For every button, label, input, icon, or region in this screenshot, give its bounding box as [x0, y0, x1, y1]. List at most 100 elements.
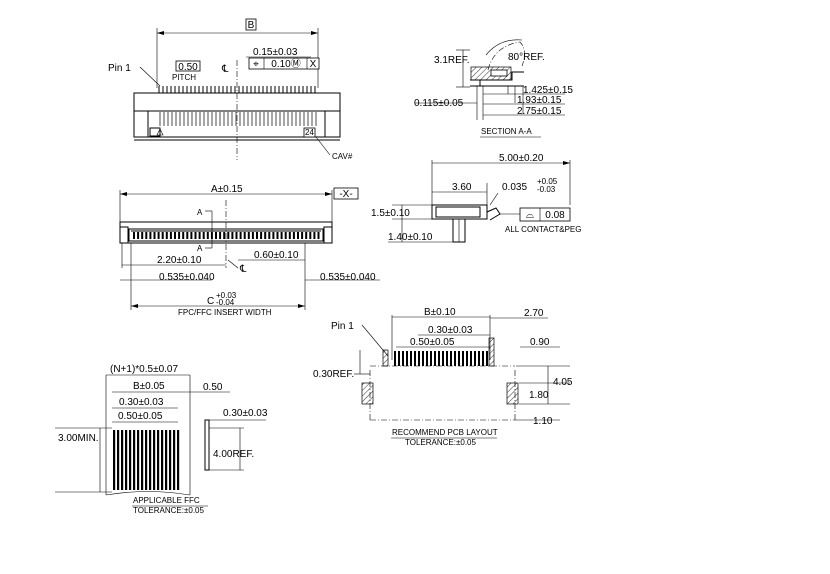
ffc-lead [173, 430, 176, 490]
front-tooth [256, 232, 258, 239]
section-a-top: A [197, 208, 203, 217]
front-tooth [137, 232, 140, 239]
front-tooth [194, 232, 197, 239]
front-tooth [219, 232, 222, 239]
flatness-icon: ⌓ [526, 210, 534, 221]
pcb-pad-row [394, 351, 488, 366]
front-tooth [239, 232, 242, 239]
dim-1425: 1.425±0.15 [523, 85, 573, 96]
front-tooth [268, 232, 271, 239]
dim-b-label: B [248, 20, 255, 31]
top-pin-row [158, 86, 316, 93]
dim-193: 1.93±0.15 [517, 95, 562, 106]
front-tooth [317, 232, 320, 239]
front-tooth [288, 232, 291, 239]
top-contact-slots [159, 112, 317, 126]
front-tooth [227, 232, 230, 239]
front-tooth [198, 232, 201, 239]
front-tooth [149, 232, 152, 239]
ffc-lead [137, 430, 140, 490]
front-tooth [161, 232, 164, 239]
front-tooth [264, 232, 267, 239]
pcb-pad [394, 351, 396, 366]
pcb-pad [402, 351, 404, 366]
insert-width-label: FPC/FFC INSERT WIDTH [178, 308, 272, 317]
front-tooth [280, 232, 283, 239]
ffc-tolerance: TOLERANCE:±0.05 [133, 506, 204, 515]
ffc-lead [177, 430, 180, 490]
pcb-pad [446, 351, 448, 366]
centerline-symbol-front: ℄ [239, 264, 247, 275]
front-tooth [178, 232, 181, 239]
fcf-value: 0.10Ⓜ [271, 58, 300, 70]
ffc-lead [169, 430, 172, 490]
pcb-dim-030ref: 0.30REF. [313, 369, 354, 380]
dim-15: 1.5±0.10 [371, 208, 410, 219]
ffc-dim-400: 4.00REF. [213, 449, 254, 460]
pcb-pad [438, 351, 440, 366]
pcb-dim-110: 1.10 [533, 416, 553, 427]
pcb-pad [478, 351, 480, 366]
pcb-dim-180: 1.80 [529, 390, 549, 401]
ffc-lead [133, 430, 136, 490]
front-tooth [247, 232, 250, 239]
dim-c-minus: -0.04 [216, 298, 235, 307]
dim-0535-left: 0.535±0.040 [159, 272, 215, 283]
applicable-ffc: (N+1)*0.5±0.07 B±0.05 0.50 0.30±0.03 0.5… [55, 364, 268, 515]
pcb-pad [442, 351, 444, 366]
pitch-value: 0.50 [178, 62, 198, 73]
front-tooth [309, 232, 312, 239]
front-view: A±0.15 -X- A A 2.20±0.10 0.60±0.10 ℄ 0.5… [119, 184, 380, 317]
pcb-dim-b: B±0.10 [424, 307, 456, 318]
front-tooth [190, 232, 193, 239]
pcb-tolerance: TOLERANCE:±0.05 [405, 438, 476, 447]
ffc-lead [145, 430, 148, 490]
pcb-pad [466, 351, 468, 366]
centerline-symbol: ℄ [221, 64, 229, 75]
ffc-lead [117, 430, 120, 490]
pcb-pad [474, 351, 476, 366]
pcb-pad [422, 351, 424, 366]
dim-0115: 0.115±0.05 [414, 98, 464, 109]
front-tooth [305, 232, 308, 239]
pcb-pad [410, 351, 412, 366]
front-tooth [223, 232, 226, 239]
position-icon: ⌖ [253, 59, 259, 70]
ffc-lead [121, 430, 124, 490]
pcb-pad [486, 351, 488, 366]
pcb-pad [398, 351, 400, 366]
pcb-pad [406, 351, 408, 366]
front-tooth [284, 232, 287, 239]
ffc-title: APPLICABLE FFC [133, 496, 200, 505]
dim-140: 1.40±0.10 [388, 232, 433, 243]
dim-0035: 0.035 [502, 182, 527, 193]
flatness-note: ALL CONTACT&PEG [505, 225, 581, 234]
pcb-pad [434, 351, 436, 366]
front-tooth [243, 232, 246, 239]
front-tooth [153, 232, 156, 239]
pcb-pad [470, 351, 472, 366]
side-view: 5.00±0.20 3.60 0.035 +0.05 -0.03 1.5±0.1… [371, 153, 581, 243]
front-contact-teeth [133, 232, 320, 239]
dim-0035-minus: -0.03 [537, 185, 556, 194]
fcf-datum: X [310, 59, 317, 70]
front-tooth [157, 232, 160, 239]
dim-0535-right: 0.535±0.040 [320, 272, 376, 283]
front-tooth [145, 232, 148, 239]
front-tooth [251, 232, 254, 239]
flatness-value: 0.08 [545, 210, 565, 221]
pcb-pad [414, 351, 416, 366]
pcb-pad [462, 351, 464, 366]
pcb-layout: B±0.10 2.70 Pin 1 0.30±0.03 0.50±0.05 0.… [313, 307, 573, 447]
ref-31: 3.1REF. [434, 55, 470, 66]
pcb-pad [450, 351, 452, 366]
pcb-dim-405: 4.05 [553, 377, 573, 388]
pcb-dim-050: 0.50±0.05 [410, 337, 455, 348]
cav-mark: 24 [305, 128, 314, 137]
ffc-dim-300: 3.00MIN. [58, 433, 99, 444]
cav-label: CAV# [332, 152, 353, 161]
dim-0035-plus: +0.05 [537, 177, 558, 186]
front-tooth [215, 232, 217, 239]
pitch-label: PITCH [172, 73, 196, 82]
